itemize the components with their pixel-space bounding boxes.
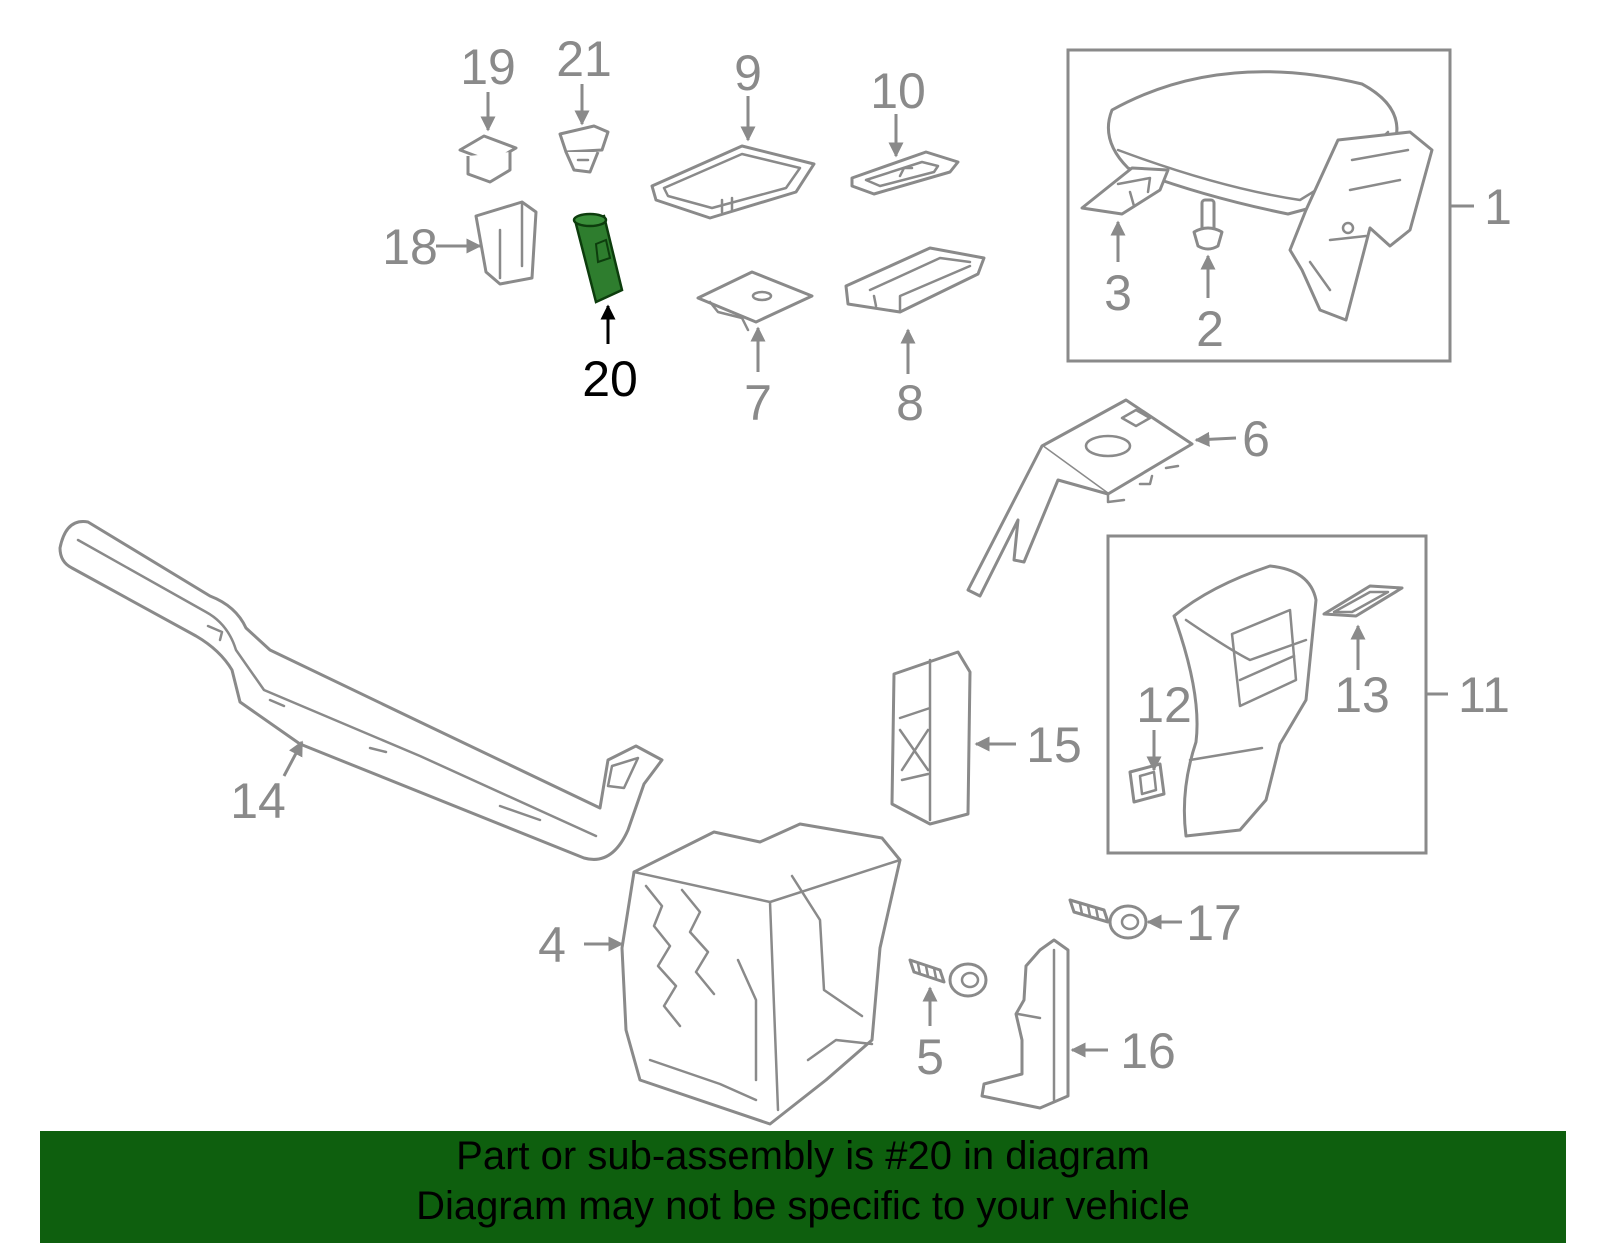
part-16-callout: 16 bbox=[1120, 1023, 1176, 1079]
part-11-callout: 11 bbox=[1458, 667, 1510, 723]
part-18-callout: 18 bbox=[382, 219, 438, 275]
part-10-callout: 10 bbox=[870, 63, 926, 119]
part-19-callout: 19 bbox=[460, 39, 516, 95]
part-3-callout: 3 bbox=[1104, 265, 1132, 321]
part-6-leader bbox=[1194, 431, 1237, 447]
part-2-pin[interactable] bbox=[1192, 198, 1224, 251]
part-6-callout: 6 bbox=[1242, 411, 1270, 467]
banner-line-1: Part or sub-assembly is #20 in diagram bbox=[456, 1134, 1150, 1178]
part-5-callout: 5 bbox=[916, 1029, 944, 1085]
part-1-callout: 1 bbox=[1484, 179, 1512, 235]
part-14-air-duct[interactable] bbox=[58, 520, 664, 861]
part-13-pad[interactable] bbox=[1322, 584, 1404, 618]
part-17-screw[interactable] bbox=[1068, 898, 1148, 940]
part-20-highlighted-part[interactable] bbox=[572, 212, 624, 304]
part-13-callout: 13 bbox=[1334, 667, 1390, 723]
part-15-bracket[interactable] bbox=[890, 650, 972, 826]
part-1-armrest-lid[interactable] bbox=[1106, 70, 1434, 322]
part-9-tray-mat[interactable] bbox=[650, 144, 816, 220]
part-14-callout: 14 bbox=[230, 773, 286, 829]
part-10-small-mat[interactable] bbox=[850, 150, 960, 196]
part-7-plate[interactable] bbox=[696, 270, 814, 332]
part-14-leader bbox=[282, 740, 304, 777]
part-3-latch-cover[interactable] bbox=[1080, 166, 1170, 216]
part-18-bracket[interactable] bbox=[474, 200, 538, 286]
info-banner: Part or sub-assembly is #20 in diagram D… bbox=[40, 1131, 1566, 1243]
part-4-callout: 4 bbox=[538, 917, 566, 973]
part-9-callout: 9 bbox=[734, 45, 762, 101]
part-16-side-panel[interactable] bbox=[980, 938, 1070, 1110]
part-4-console-box[interactable] bbox=[620, 822, 902, 1126]
part-8-tray[interactable] bbox=[844, 246, 986, 314]
part-12-callout: 12 bbox=[1136, 677, 1192, 733]
part-5-screw[interactable] bbox=[908, 958, 988, 998]
part-20-callout: 20 bbox=[582, 351, 638, 407]
part-12-clip[interactable] bbox=[1128, 762, 1166, 804]
part-21-callout: 21 bbox=[556, 31, 612, 87]
part-11-rear-panel[interactable] bbox=[1172, 564, 1318, 838]
part-19-cap[interactable] bbox=[458, 134, 518, 184]
part-2-callout: 2 bbox=[1196, 301, 1224, 357]
part-17-callout: 17 bbox=[1186, 895, 1242, 951]
part-8-callout: 8 bbox=[896, 375, 924, 431]
part-15-callout: 15 bbox=[1026, 717, 1082, 773]
part-7-callout: 7 bbox=[744, 375, 772, 431]
part-6-bracket-plate[interactable] bbox=[966, 398, 1194, 598]
banner-line-2: Diagram may not be specific to your vehi… bbox=[416, 1184, 1190, 1228]
part-21-clip[interactable] bbox=[558, 124, 610, 174]
